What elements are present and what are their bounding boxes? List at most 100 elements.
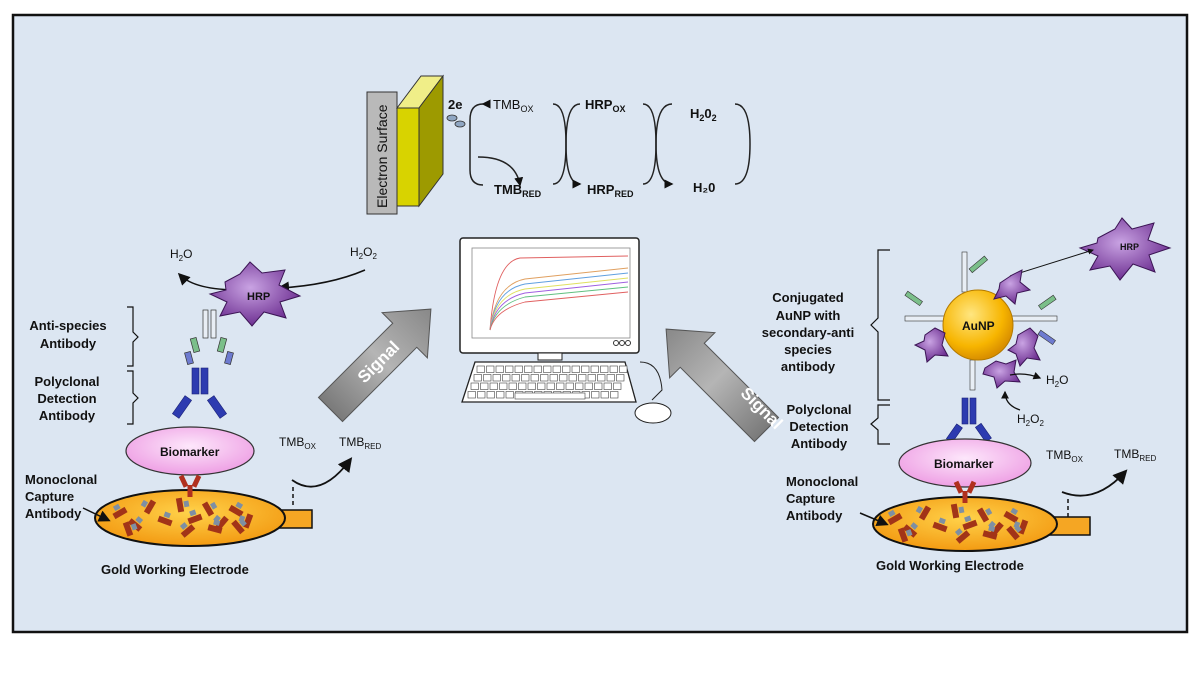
cycle-hrp-ox: HRPOX [585, 97, 625, 114]
electron-surface-label: Electron Surface [374, 104, 390, 208]
left-biomarker [125, 426, 255, 476]
left-bracket-polyclonal [127, 370, 139, 425]
left-biomarker-label: Biomarker [160, 445, 220, 459]
keyboard-key [480, 382, 489, 390]
keyboard-key [619, 365, 628, 373]
keyboard-key [610, 391, 619, 399]
electron-label: 2e [448, 97, 462, 112]
keyboard-key [578, 374, 587, 382]
left-bracket-anti-species [127, 306, 139, 367]
left-monoclonal-pointer [82, 507, 111, 522]
electron-icon [446, 114, 466, 128]
keyboard-key [476, 365, 485, 373]
keyboard-key [521, 374, 530, 382]
keyboard-key [616, 374, 625, 382]
right-aunp-label: AuNP [962, 319, 995, 333]
left-reaction-arrow [277, 269, 366, 294]
right-h2o2: H2O2 [1017, 412, 1044, 428]
left-hrp-label: HRP [247, 291, 270, 303]
right-hrp-pointer [1009, 248, 1094, 277]
right-monoclonal-pointer [859, 512, 889, 527]
keyboard-key [581, 365, 590, 373]
right-biomarker [898, 438, 1032, 488]
keyboard-key [575, 382, 584, 390]
keyboard-key [470, 382, 479, 390]
left-secondary-antibody [184, 309, 234, 366]
keyboard-key [537, 382, 546, 390]
keyboard-key [568, 374, 577, 382]
left-tmb-arrow [291, 457, 353, 488]
keyboard-key [483, 374, 492, 382]
keyboard-key [603, 382, 612, 390]
keyboard-key [571, 365, 580, 373]
keyboard-key [543, 365, 552, 373]
right-h2o: H2O [1046, 373, 1068, 389]
cycle-tmb-red: TMBRED [494, 182, 542, 199]
keyboard-key [486, 391, 495, 399]
keyboard-key [527, 382, 536, 390]
keyboard-key [499, 382, 508, 390]
right-biomarker-label: Biomarker [934, 457, 994, 471]
keyboard-key [562, 365, 571, 373]
right-h2o-arrow [1009, 371, 1042, 380]
keyboard-key [559, 374, 568, 382]
keyboard-key [502, 374, 511, 382]
right-bracket-conjugated [870, 249, 890, 401]
keyboard-key [492, 374, 501, 382]
keyboard-key [467, 391, 476, 399]
left-electrode-label: Gold Working Electrode [101, 562, 249, 577]
redox-cycle [469, 99, 751, 189]
keyboard-key [508, 382, 517, 390]
cycle-h2o2: H202 [690, 106, 717, 123]
keyboard-key [524, 365, 533, 373]
keyboard-key [590, 365, 599, 373]
electron-surface: Electron Surface [366, 74, 444, 215]
keyboard-key [518, 382, 527, 390]
right-electrode-label: Gold Working Electrode [876, 558, 1024, 573]
keyboard-key [489, 382, 498, 390]
keyboard-key [591, 391, 600, 399]
keyboard-key [613, 382, 622, 390]
keyboard-key [600, 391, 609, 399]
keyboard-key [486, 365, 495, 373]
keyboard-key [530, 374, 539, 382]
keyboard-key [473, 374, 482, 382]
keyboard-key [600, 365, 609, 373]
mouse-icon [634, 361, 672, 424]
right-bracket-polyclonal [870, 404, 890, 445]
right-hrp-label: HRP [1120, 242, 1139, 252]
cycle-tmb-ox: TMBOX [493, 97, 533, 114]
monitor-curves [489, 255, 629, 331]
computer-monitor [459, 237, 640, 361]
keyboard-key [587, 374, 596, 382]
left-detection-antibody [171, 367, 228, 419]
keyboard-key [584, 382, 593, 390]
keyboard-key [511, 374, 520, 382]
keyboard-key [477, 391, 486, 399]
keyboard-key [549, 374, 558, 382]
keyboard-key [552, 365, 561, 373]
right-tmb-ox: TMBOX [1046, 448, 1084, 464]
keyboard-key [505, 391, 514, 399]
cycle-h2o: H₂0 [693, 180, 715, 195]
left-hrp-enzyme: HRP [208, 261, 302, 327]
left-h2o: H2O [170, 247, 192, 263]
keyboard-spacebar [514, 392, 586, 400]
left-h2o2: H2O2 [350, 245, 377, 261]
keyboard-key [495, 365, 504, 373]
keyboard-key [540, 374, 549, 382]
right-tmb-arrow [1061, 469, 1128, 497]
keyboard-key [546, 382, 555, 390]
right-h2o2-arrow [1001, 390, 1021, 411]
left-tmb-red: TMBRED [339, 435, 381, 451]
keyboard-key [565, 382, 574, 390]
keyboard-key [505, 365, 514, 373]
keyboard-key [514, 365, 523, 373]
keyboard-key [496, 391, 505, 399]
right-aunp-conjugate: AuNP [904, 251, 1058, 391]
